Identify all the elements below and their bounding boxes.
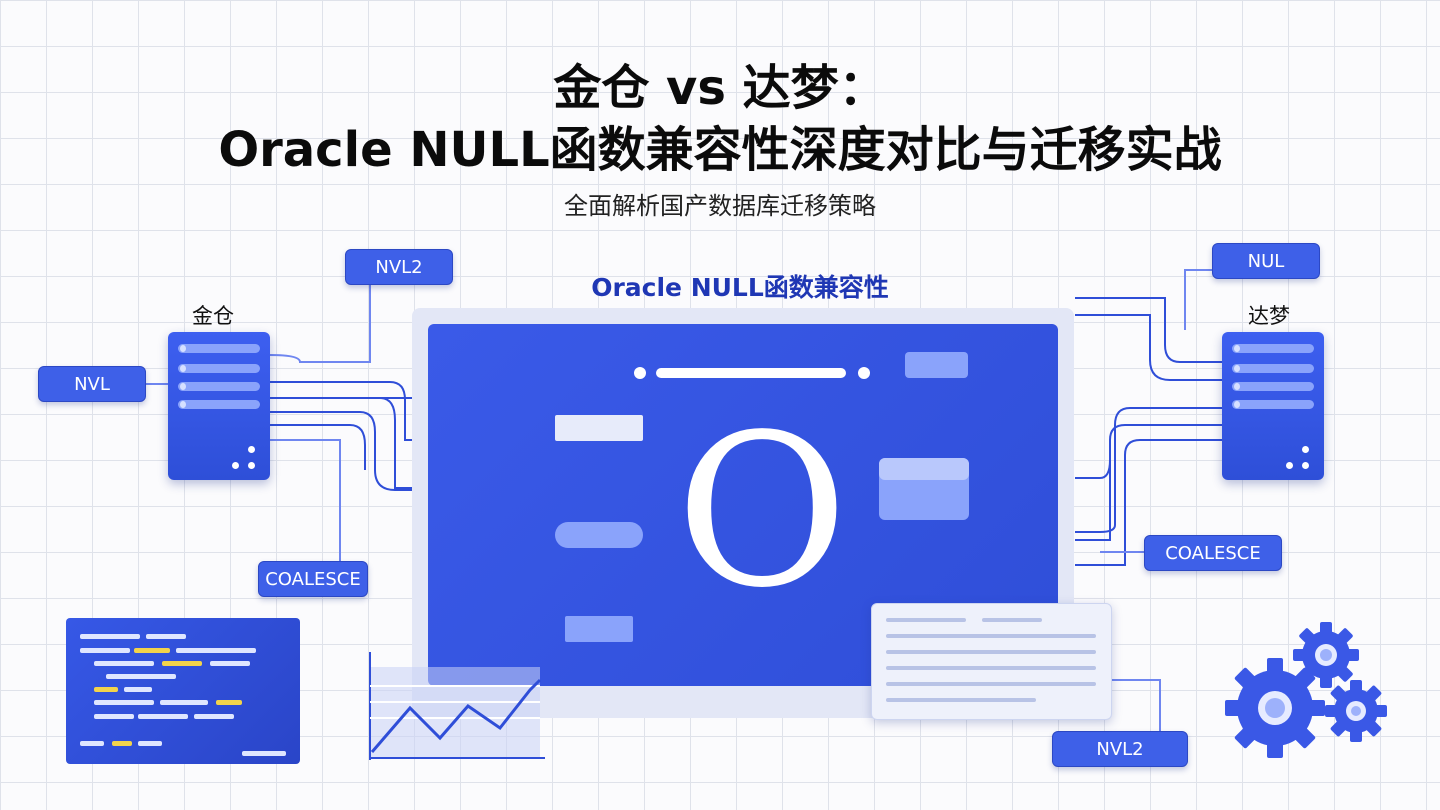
tag-coalesce-right: COALESCE <box>1144 535 1282 571</box>
oracle-letter-o: O <box>675 389 849 634</box>
tag-nvl2-top-left: NVL2 <box>345 249 453 285</box>
subtitle: 全面解析国产数据库迁移策略 <box>564 192 876 220</box>
left-db-label: 金仓 <box>192 304 234 328</box>
title-line-2: Oracle NULL函数兼容性深度对比与迁移实战 <box>218 122 1222 178</box>
title-line-1: 金仓 vs 达梦： <box>553 60 887 116</box>
document-icon <box>871 603 1112 720</box>
panel-heading: Oracle NULL函数兼容性 <box>591 273 889 302</box>
line-chart-icon <box>370 667 540 757</box>
right-db-label: 达梦 <box>1248 304 1290 328</box>
code-window-icon <box>66 618 300 764</box>
tag-nvl2-bottom-right: NVL2 <box>1052 731 1188 767</box>
left-server-icon <box>168 332 270 480</box>
tag-nul-top-right: NUL <box>1212 243 1320 279</box>
tag-coalesce-left: COALESCE <box>258 561 368 597</box>
right-server-icon <box>1222 332 1324 480</box>
tag-nvl-left: NVL <box>38 366 146 402</box>
